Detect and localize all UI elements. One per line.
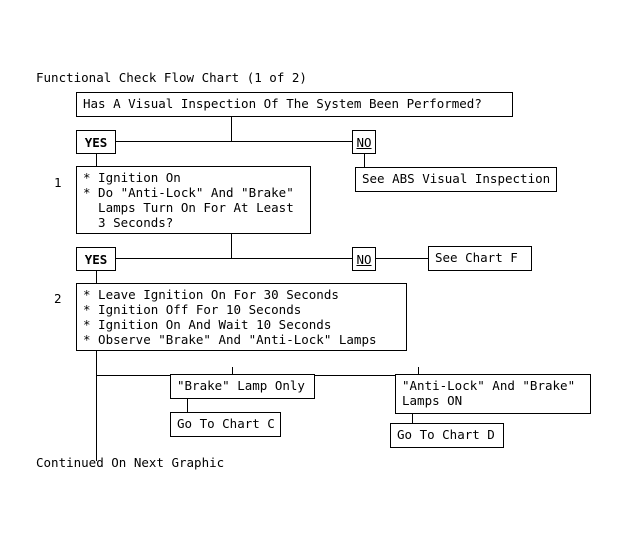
question-box-visual-inspection: Has A Visual Inspection Of The System Be… xyxy=(76,92,513,117)
connector-yes2-down xyxy=(96,271,97,283)
connector-no2-to-chart-f xyxy=(376,258,428,259)
connector-antilock-brake-down xyxy=(412,414,413,425)
footer-continued-note: Continued On Next Graphic xyxy=(36,455,225,470)
connector-brake-only-down xyxy=(187,399,188,412)
connector-yes1-down xyxy=(96,154,97,166)
step-number-2: 2 xyxy=(54,291,62,306)
connector-step1-down xyxy=(231,234,232,258)
branch-label-no-2: NO xyxy=(352,247,376,271)
connector-q1-bus xyxy=(116,141,356,142)
step-number-1: 1 xyxy=(54,175,62,190)
page-title: Functional Check Flow Chart (1 of 2) xyxy=(36,70,307,85)
connector-to-brake-only xyxy=(232,367,233,376)
result-box-abs-visual-inspection: See ABS Visual Inspection xyxy=(355,167,557,192)
outcome-box-antilock-and-brake: "Anti-Lock" And "Brake" Lamps ON xyxy=(395,374,591,414)
step-box-2: * Leave Ignition On For 30 Seconds * Ign… xyxy=(76,283,407,351)
result-box-go-to-chart-d: Go To Chart D xyxy=(390,423,504,448)
connector-to-antilock-brake xyxy=(418,367,419,376)
branch-label-yes-1: YES xyxy=(76,130,116,154)
connector-continued-stem xyxy=(96,367,97,461)
result-box-go-to-chart-c: Go To Chart C xyxy=(170,412,281,437)
branch-label-yes-2: YES xyxy=(76,247,116,271)
connector-no1-down xyxy=(364,154,365,167)
step-box-1: * Ignition On * Do "Anti-Lock" And "Brak… xyxy=(76,166,311,234)
branch-label-no-1: NO xyxy=(352,130,376,154)
outcome-box-brake-lamp-only: "Brake" Lamp Only xyxy=(170,374,315,399)
connector-step2-down-left xyxy=(96,351,97,368)
result-box-see-chart-f: See Chart F xyxy=(428,246,532,271)
connector-q2-bus xyxy=(116,258,356,259)
connector-q1-down xyxy=(231,117,232,141)
